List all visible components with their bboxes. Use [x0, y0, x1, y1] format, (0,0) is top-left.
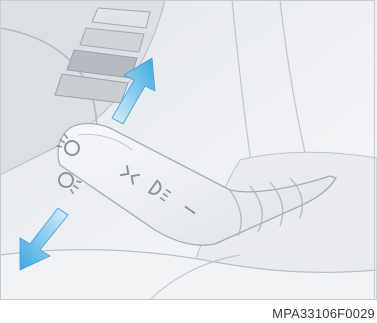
- figure-code: MPA33106F0029: [272, 306, 375, 321]
- combination-switch-illustration: [0, 0, 377, 300]
